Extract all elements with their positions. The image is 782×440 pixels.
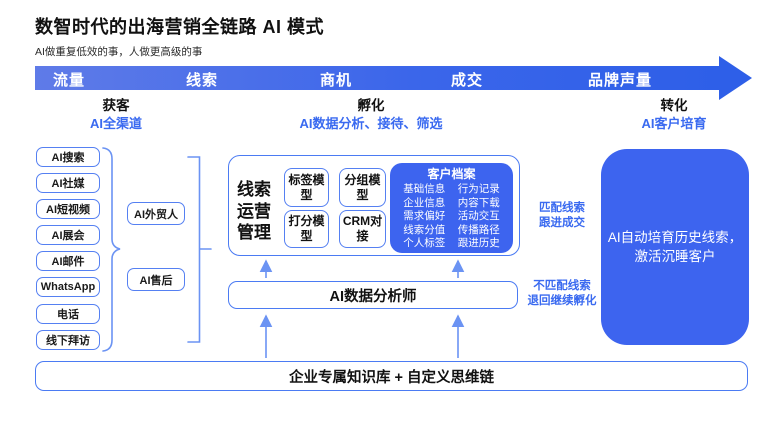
customer-profile-grid: 基础信息 行为记录 企业信息 内容下载 需求偏好 活动交互 线索分值 传播路径 … (390, 182, 513, 251)
roles-bracket-icon (187, 156, 212, 343)
funnel-arrow-bar (35, 66, 719, 90)
channel-box-ai-video: AI短视频 (36, 199, 100, 219)
section-title: 转化 (660, 98, 688, 113)
note-unmatched-leads: 不匹配线索 退回继续孵化 (527, 280, 597, 307)
model-box-grouping: 分组模型 (339, 168, 386, 207)
profile-item: 基础信息 (403, 183, 446, 195)
section-header-incubation: 孵化 AI数据分析、接待、筛选 (299, 97, 442, 133)
section-subtitle: AI数据分析、接待、筛选 (299, 116, 443, 131)
ai-analyst-bar: AI数据分析师 (228, 281, 518, 309)
customer-profile-box: 客户档案 基础信息 行为记录 企业信息 内容下载 需求偏好 活动交互 线索分值 … (390, 163, 513, 253)
page-title: 数智时代的出海营销全链路 AI 模式 (35, 17, 325, 37)
model-box-scoring: 打分模型 (284, 210, 329, 248)
profile-item: 传播路径 (457, 223, 500, 236)
profile-item: 行为记录 (457, 183, 500, 195)
section-subtitle: AI客户培育 (641, 116, 707, 131)
profile-item: 需求偏好 (403, 210, 446, 223)
channel-box-phone: 电话 (36, 304, 100, 324)
lead-ops-label-line: 管理 (237, 223, 271, 242)
section-title: 获客 (102, 98, 130, 113)
model-box-tagging: 标签模型 (284, 168, 329, 207)
profile-item: 线索分值 (403, 223, 446, 236)
role-box-ai-aftersales: AI售后 (127, 268, 185, 291)
profile-item: 企业信息 (403, 196, 446, 209)
channel-box-whatsapp: WhatsApp (36, 277, 100, 297)
channel-box-ai-search: AI搜索 (36, 147, 100, 167)
section-header-acquisition: 获客 AI全渠道 (90, 97, 142, 133)
channels-brace-icon (102, 147, 121, 352)
channel-box-ai-social: AI社媒 (36, 173, 100, 193)
section-header-conversion: 转化 AI客户培育 (641, 97, 706, 133)
funnel-arrow-head-icon (719, 56, 752, 100)
customer-profile-title: 客户档案 (427, 167, 476, 181)
page-subtitle: AI做重复低效的事，人做更高级的事 (35, 46, 203, 58)
funnel-stage-traffic: 流量 (52, 72, 86, 89)
profile-item: 内容下载 (457, 196, 500, 209)
lead-ops-label: 线索 运营 管理 (237, 179, 277, 244)
channel-box-offline-visit: 线下拜访 (36, 330, 100, 350)
nurture-box: AI自动培育历史线索， 激活沉睡客户 (601, 149, 749, 345)
channel-box-ai-expo: AI展会 (36, 225, 100, 245)
funnel-stage-leads: 线索 (185, 72, 219, 89)
profile-item: 个人标签 (403, 237, 446, 250)
profile-item: 活动交互 (457, 210, 500, 223)
role-box-ai-trader: AI外贸人 (127, 202, 185, 225)
funnel-stage-brand: 品牌声量 (587, 72, 653, 89)
lead-ops-label-line: 线索 (237, 180, 271, 199)
funnel-stage-opportunity: 商机 (319, 72, 353, 89)
knowledge-base-bar: 企业专属知识库 + 自定义思维链 (35, 361, 748, 391)
model-box-crm: CRM对接 (339, 210, 386, 248)
funnel-stage-deal: 成交 (450, 72, 484, 89)
lead-ops-label-line: 运营 (237, 201, 271, 221)
section-subtitle: AI全渠道 (89, 116, 143, 131)
note-matched-leads: 匹配线索 跟进成交 (539, 202, 585, 229)
channel-box-ai-email: AI邮件 (36, 251, 100, 271)
section-title: 孵化 (357, 98, 385, 113)
profile-item: 跟进历史 (457, 237, 500, 250)
